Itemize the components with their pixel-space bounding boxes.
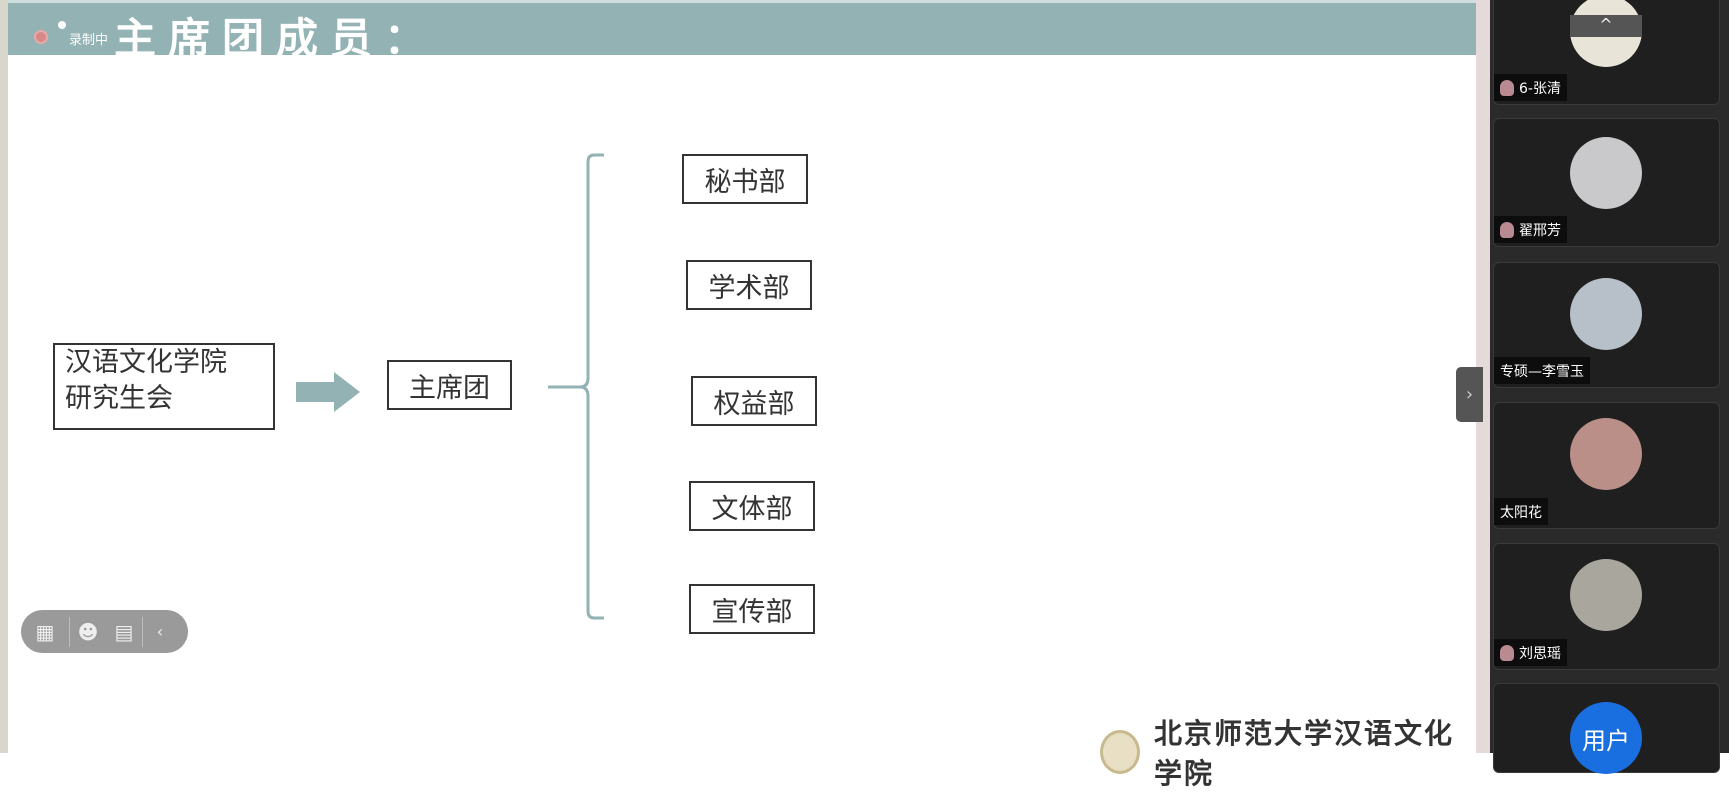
shared-slide: 录制中 主席团成员： 汉语文化学院 研究生会 主席团 秘书部 学术部 权益部 文… bbox=[0, 0, 1484, 790]
participant-name-tag: 6-张清 bbox=[1494, 74, 1567, 101]
participant-card[interactable]: 专硕—李雪玉 bbox=[1493, 262, 1720, 388]
participant-card[interactable]: 太阳花 bbox=[1493, 402, 1720, 529]
participant-card[interactable]: ^ 6-张清 bbox=[1493, 0, 1720, 105]
participant-name: 刘思瑶 bbox=[1519, 645, 1561, 662]
recording-label: 录制中 bbox=[69, 33, 109, 48]
university-logo: 北京师范大学汉语文化学院 bbox=[1100, 712, 1476, 792]
org-line2: 研究生会 bbox=[65, 383, 173, 414]
presidium-box: 主席团 bbox=[387, 360, 512, 410]
emoji-icon[interactable]: ☻ bbox=[77, 619, 99, 644]
org-box: 汉语文化学院 研究生会 bbox=[53, 343, 275, 430]
dept-box: 文体部 bbox=[689, 481, 815, 531]
participant-card[interactable]: 用户 bbox=[1493, 683, 1720, 774]
right-arrow-icon bbox=[296, 372, 360, 412]
divider bbox=[142, 616, 143, 647]
participant-name-tag: 翟邢芳 bbox=[1494, 216, 1567, 243]
participant-name: 翟邢芳 bbox=[1519, 222, 1561, 239]
bullet-icon bbox=[58, 21, 66, 29]
dept-box: 宣传部 bbox=[689, 584, 815, 634]
apps-icon[interactable]: ▦ bbox=[35, 619, 55, 644]
avatar bbox=[1570, 559, 1642, 631]
participant-card[interactable]: 翟邢芳 bbox=[1493, 118, 1720, 247]
dept-box: 学术部 bbox=[686, 260, 812, 310]
divider bbox=[69, 616, 70, 647]
avatar: 用户 bbox=[1570, 702, 1642, 774]
collapse-sidebar-button[interactable]: › bbox=[1456, 367, 1483, 422]
participant-name-tag: 刘思瑶 bbox=[1494, 639, 1567, 666]
avatar bbox=[1570, 418, 1642, 490]
scroll-up-button[interactable]: ^ bbox=[1570, 15, 1642, 37]
mic-muted-icon bbox=[1500, 79, 1514, 96]
dept-box: 秘书部 bbox=[682, 154, 808, 204]
participant-name: 6-张清 bbox=[1519, 80, 1561, 97]
chat-icon[interactable]: ▤ bbox=[114, 619, 134, 644]
avatar bbox=[1570, 278, 1642, 350]
logo-text: 北京师范大学汉语文化学院 bbox=[1153, 717, 1454, 790]
participant-name-tag: 太阳花 bbox=[1494, 498, 1548, 525]
chevron-left-icon[interactable]: ‹ bbox=[156, 622, 164, 641]
curly-brace bbox=[548, 153, 604, 620]
slide-header: 录制中 主席团成员： bbox=[8, 0, 1484, 63]
participant-name-tag: 专硕—李雪玉 bbox=[1494, 357, 1590, 384]
slide-title: 主席团成员： bbox=[114, 14, 439, 63]
avatar bbox=[1570, 137, 1642, 209]
divider-strip bbox=[1476, 0, 1490, 753]
participant-name: 专硕—李雪玉 bbox=[1500, 363, 1584, 380]
participant-card[interactable]: 刘思瑶 bbox=[1493, 543, 1720, 670]
annotation-toolbar: ▦ ☻ ▤ ‹ bbox=[21, 610, 188, 653]
participant-sidebar: ^ 6-张清 翟邢芳 专硕—李雪玉 太阳花 刘思瑶 用户 bbox=[1490, 0, 1729, 774]
mic-muted-icon bbox=[1500, 221, 1514, 238]
org-line1: 汉语文化学院 bbox=[65, 347, 227, 378]
seal-icon bbox=[1100, 730, 1140, 774]
dept-box: 权益部 bbox=[691, 376, 817, 426]
mic-muted-icon bbox=[1500, 644, 1514, 661]
recording-icon bbox=[34, 30, 48, 44]
participant-name: 太阳花 bbox=[1500, 504, 1542, 521]
